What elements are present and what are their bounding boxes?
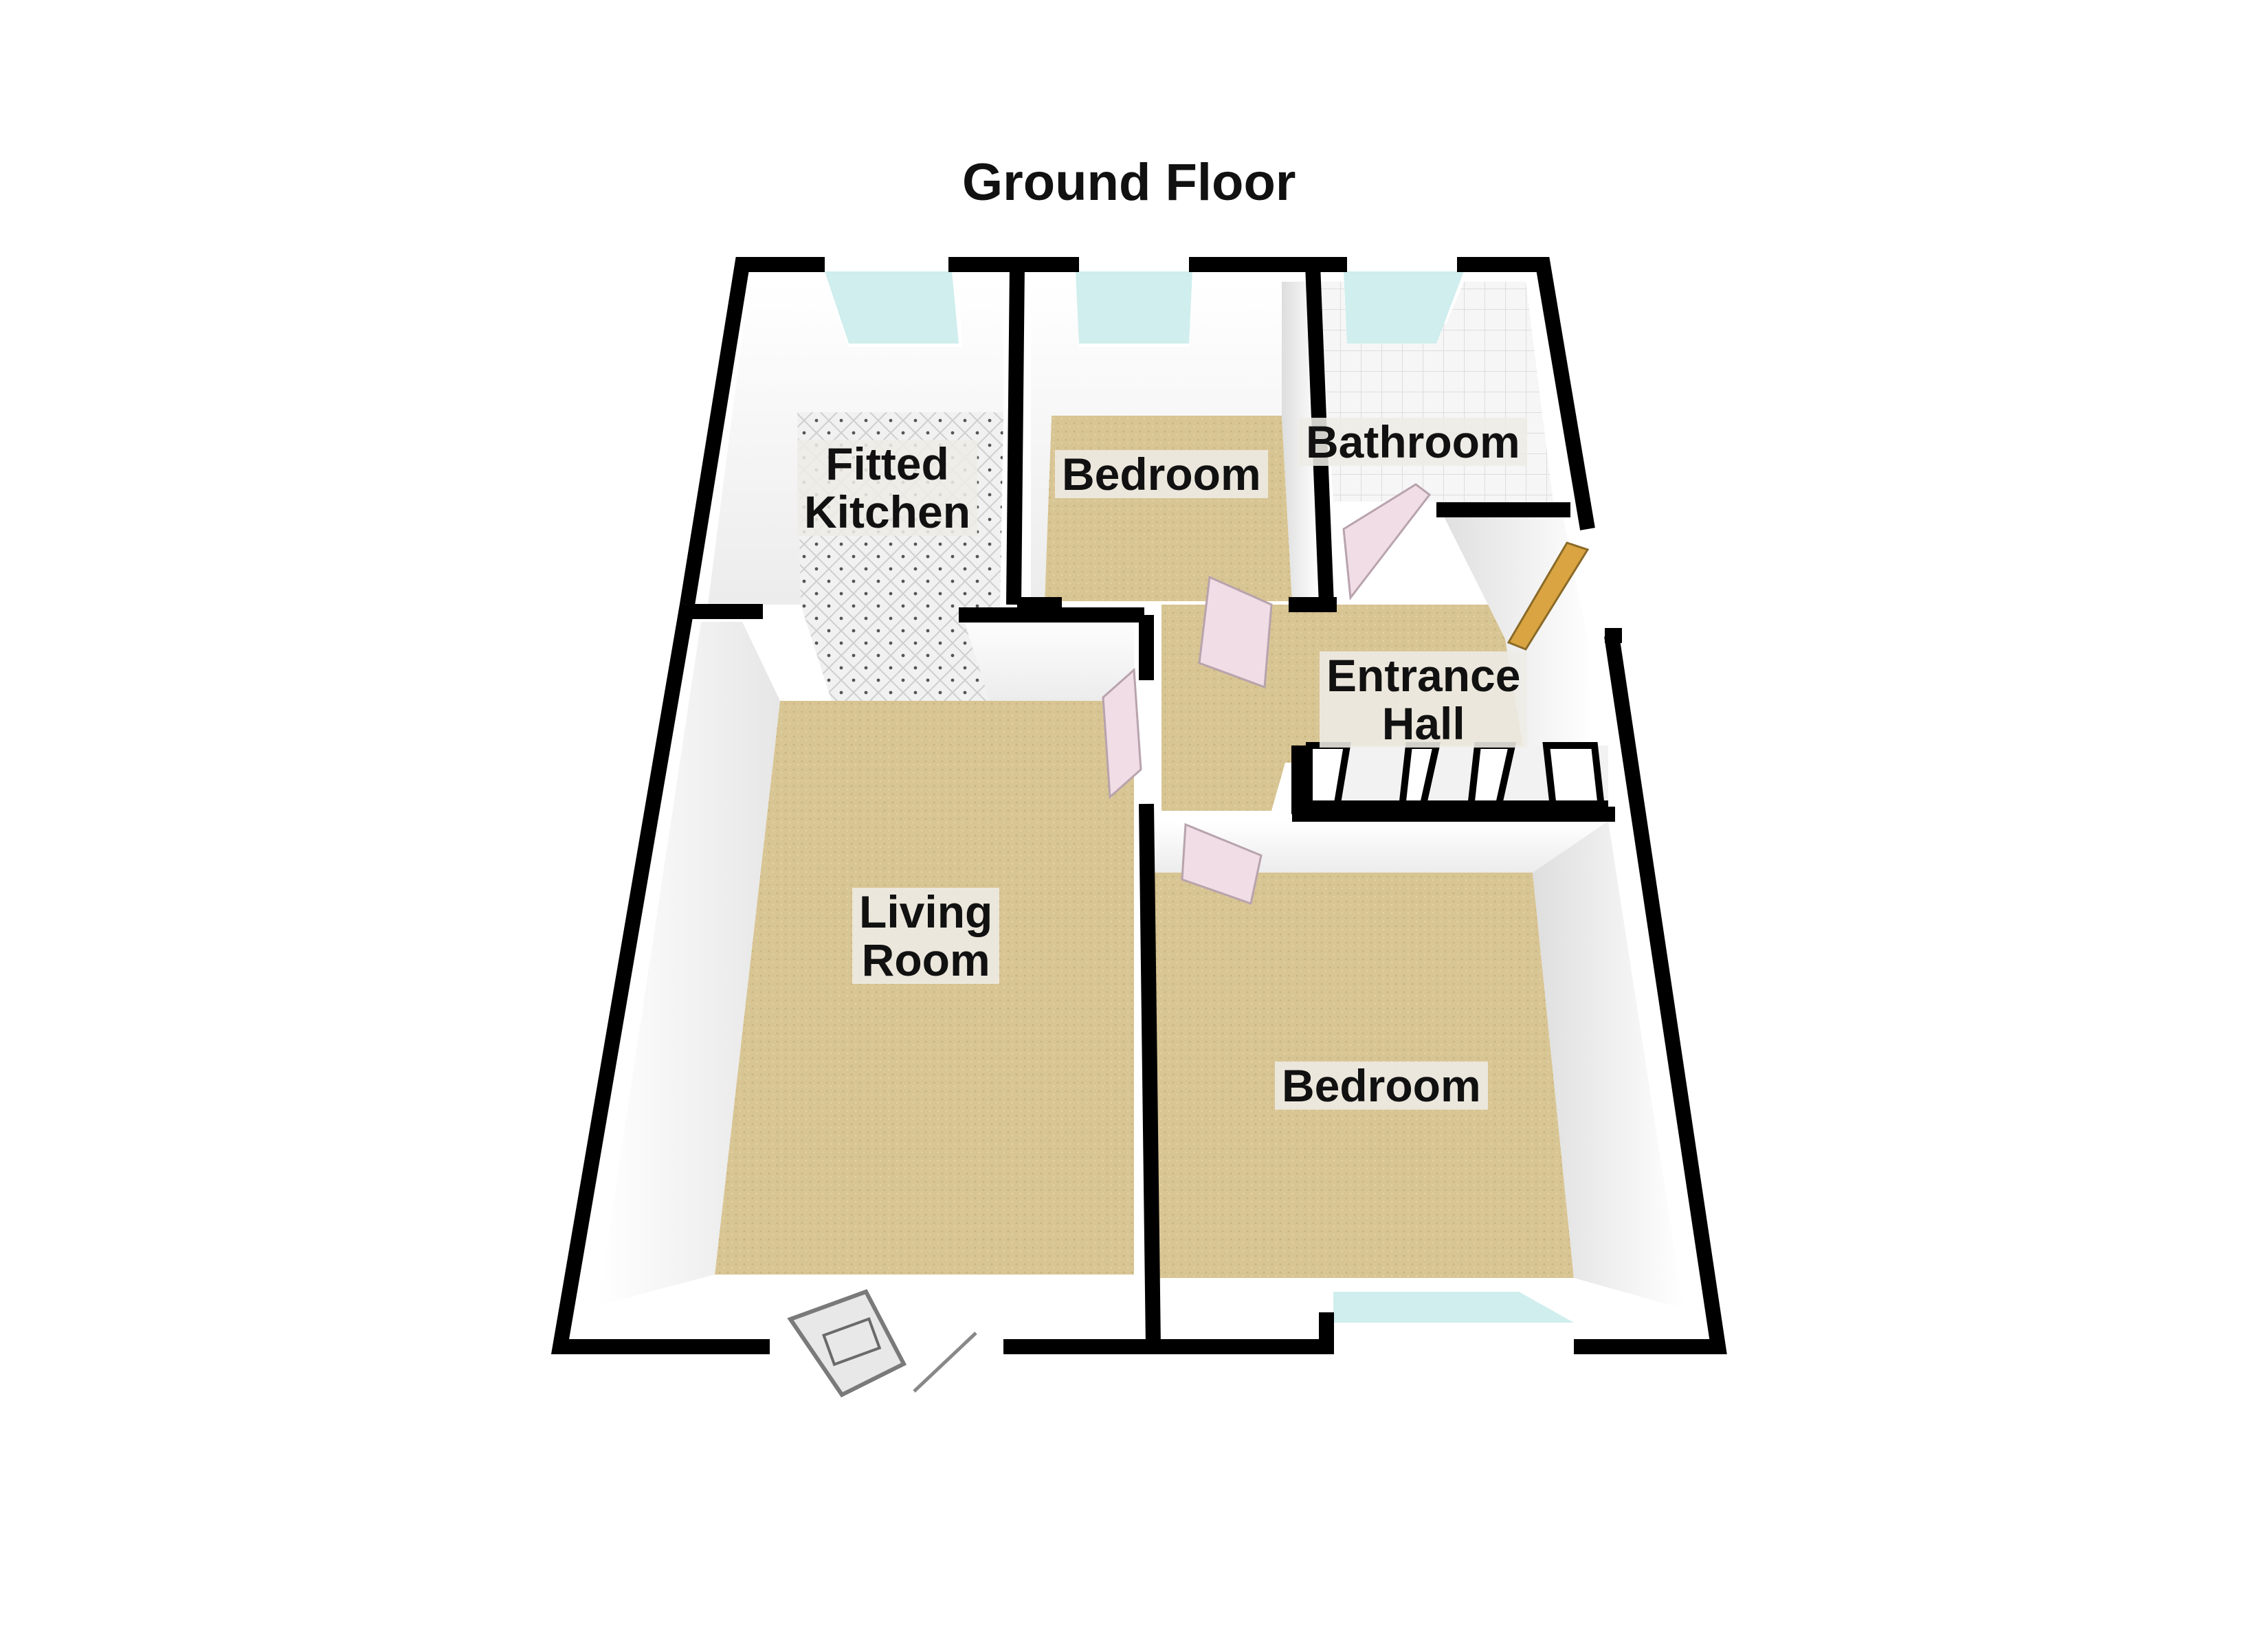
bedroom-small-wall-face [1031, 282, 1292, 601]
room-label-line: Kitchen [804, 486, 971, 537]
living-room-floor [715, 701, 1134, 1275]
room-label-line: Room [861, 934, 990, 985]
living-room-left-wall-face [598, 622, 780, 1305]
room-label-bathroom: Bathroom [1299, 418, 1527, 466]
kitchen-wall-face [708, 282, 1003, 605]
room-label-line: Hall [1381, 698, 1465, 749]
doors [787, 483, 1590, 1398]
cupboard-dividers [1306, 800, 1608, 816]
room-label-line: Living [859, 886, 993, 937]
living-room-top-wall-face [962, 615, 1134, 701]
room-label-living-room: Living Room [852, 886, 1000, 985]
room-label-line: Bathroom [1306, 416, 1520, 467]
bedroom-large-top-wall [1155, 821, 1608, 873]
room-label-line: Bedroom [1062, 449, 1261, 500]
room-label-line: Fitted [825, 438, 949, 489]
floor-title: Ground Floor [962, 153, 1296, 212]
room-label-line: Bedroom [1282, 1060, 1481, 1111]
windows [825, 271, 1574, 1323]
room-label-entrance-hall: Entrance Hall [1320, 650, 1528, 749]
bedroom-large-right-wall [1533, 821, 1684, 1309]
room-label-fitted-kitchen: Fitted Kitchen [797, 438, 978, 537]
room-label-line: Entrance [1326, 650, 1521, 701]
room-label-bedroom-small: Bedroom [1055, 450, 1268, 498]
bedroom-small-floor [1045, 416, 1292, 601]
room-label-bedroom-large: Bedroom [1275, 1062, 1488, 1110]
